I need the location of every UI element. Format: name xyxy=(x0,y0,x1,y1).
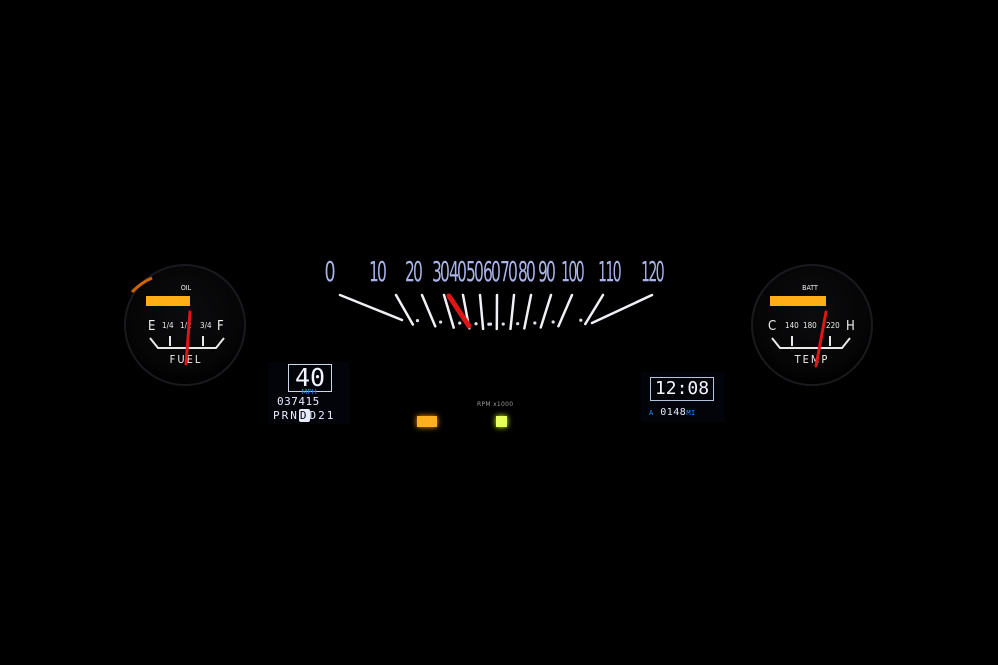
speedo-label: 40 xyxy=(449,255,466,288)
clock: 12:08 xyxy=(650,377,714,401)
speedo-tick xyxy=(539,293,553,329)
temp-sub-label: BATT xyxy=(802,284,818,292)
fuel-gauge-bezel xyxy=(124,264,246,386)
temp-tick-180: 180 xyxy=(803,321,817,330)
speedo-label: 120 xyxy=(641,255,664,288)
fuel-needle xyxy=(184,310,192,366)
speedo-label: 60 xyxy=(483,255,500,288)
temp-batt-bar xyxy=(770,296,826,306)
speedo-tick xyxy=(584,293,605,326)
speedometer-ticks xyxy=(338,293,654,331)
temp-label: TEMP xyxy=(794,353,830,366)
speedo-label: 0 xyxy=(325,255,335,288)
speedo-label: 90 xyxy=(538,255,555,288)
speedo-minor-dot xyxy=(487,322,491,326)
speedo-label: 20 xyxy=(405,255,422,288)
rpm-indicator-light xyxy=(496,416,507,427)
speedo-minor-dot xyxy=(415,319,420,323)
speedo-tick xyxy=(590,293,654,325)
speedo-label: 100 xyxy=(561,255,584,288)
speedo-label: 10 xyxy=(369,255,386,288)
gears-before: PRN xyxy=(273,409,299,422)
speedo-tick xyxy=(442,293,455,329)
speedo-minor-dot xyxy=(474,322,478,326)
rpm-label: RPM x1000 xyxy=(477,401,514,408)
temp-needle xyxy=(814,310,828,368)
speedo-minor-dot xyxy=(551,320,555,324)
trip-letter: A xyxy=(649,409,654,417)
speedo-tick xyxy=(394,293,415,326)
fuel-tick-quarter: 1/4 xyxy=(162,321,174,330)
odometer: 037415 xyxy=(277,395,320,408)
speedo-label: 30 xyxy=(432,255,449,288)
trip-value: 0148 xyxy=(660,407,687,418)
temp-tick-c: C xyxy=(768,319,776,334)
warning-light xyxy=(417,416,437,427)
speedo-minor-dot xyxy=(501,322,505,326)
fuel-tick-e: E xyxy=(148,319,155,334)
digital-speed: 40 xyxy=(288,364,332,392)
speedo-label: 110 xyxy=(598,255,621,288)
gears-after: D21 xyxy=(309,409,336,422)
temp-tick-140: 140 xyxy=(785,321,799,330)
speedo-minor-dot xyxy=(438,320,443,324)
selected-gear: D xyxy=(298,409,310,422)
speedo-tick xyxy=(338,293,404,322)
trip-meter: A 0148MI xyxy=(649,407,696,418)
speedo-label: 50 xyxy=(466,255,483,288)
temp-scale-bracket xyxy=(771,337,851,349)
speedo-tick xyxy=(509,293,516,331)
speedo-minor-dot xyxy=(516,322,520,326)
temp-tick-h: H xyxy=(846,319,855,334)
temp-tick-220: 220 xyxy=(826,321,840,330)
speedo-minor-dot xyxy=(458,321,462,325)
temp-gauge-bezel xyxy=(751,264,873,386)
fuel-tick-half: 1/2 xyxy=(180,321,192,330)
fuel-oil-bar xyxy=(146,296,190,306)
speed-unit: MPH xyxy=(301,388,317,396)
speed-needle xyxy=(446,293,472,329)
right-lcd-panel xyxy=(641,372,725,422)
temp-gauge: BATT C 140 180 220 H TEMP xyxy=(751,264,873,386)
trip-unit: MI xyxy=(686,409,696,417)
speedo-minor-dot xyxy=(579,318,583,322)
speedo-tick xyxy=(420,293,437,328)
speedo-label: 70 xyxy=(500,255,517,288)
gear-indicator: PRNDD21 xyxy=(273,409,335,422)
fuel-sub-label: OIL xyxy=(181,284,192,292)
fuel-gauge: OIL E 1/4 1/2 3/4 F FUEL xyxy=(124,264,246,386)
speedo-minor-dot xyxy=(533,321,537,325)
speedo-tick xyxy=(523,293,533,330)
fuel-tick-f: F xyxy=(217,319,224,334)
fuel-gauge-glow xyxy=(130,276,153,294)
fuel-tick-three-quarter: 3/4 xyxy=(200,321,212,330)
speedo-label: 80 xyxy=(518,255,535,288)
speedo-tick xyxy=(478,293,485,331)
speedo-tick xyxy=(557,293,574,328)
